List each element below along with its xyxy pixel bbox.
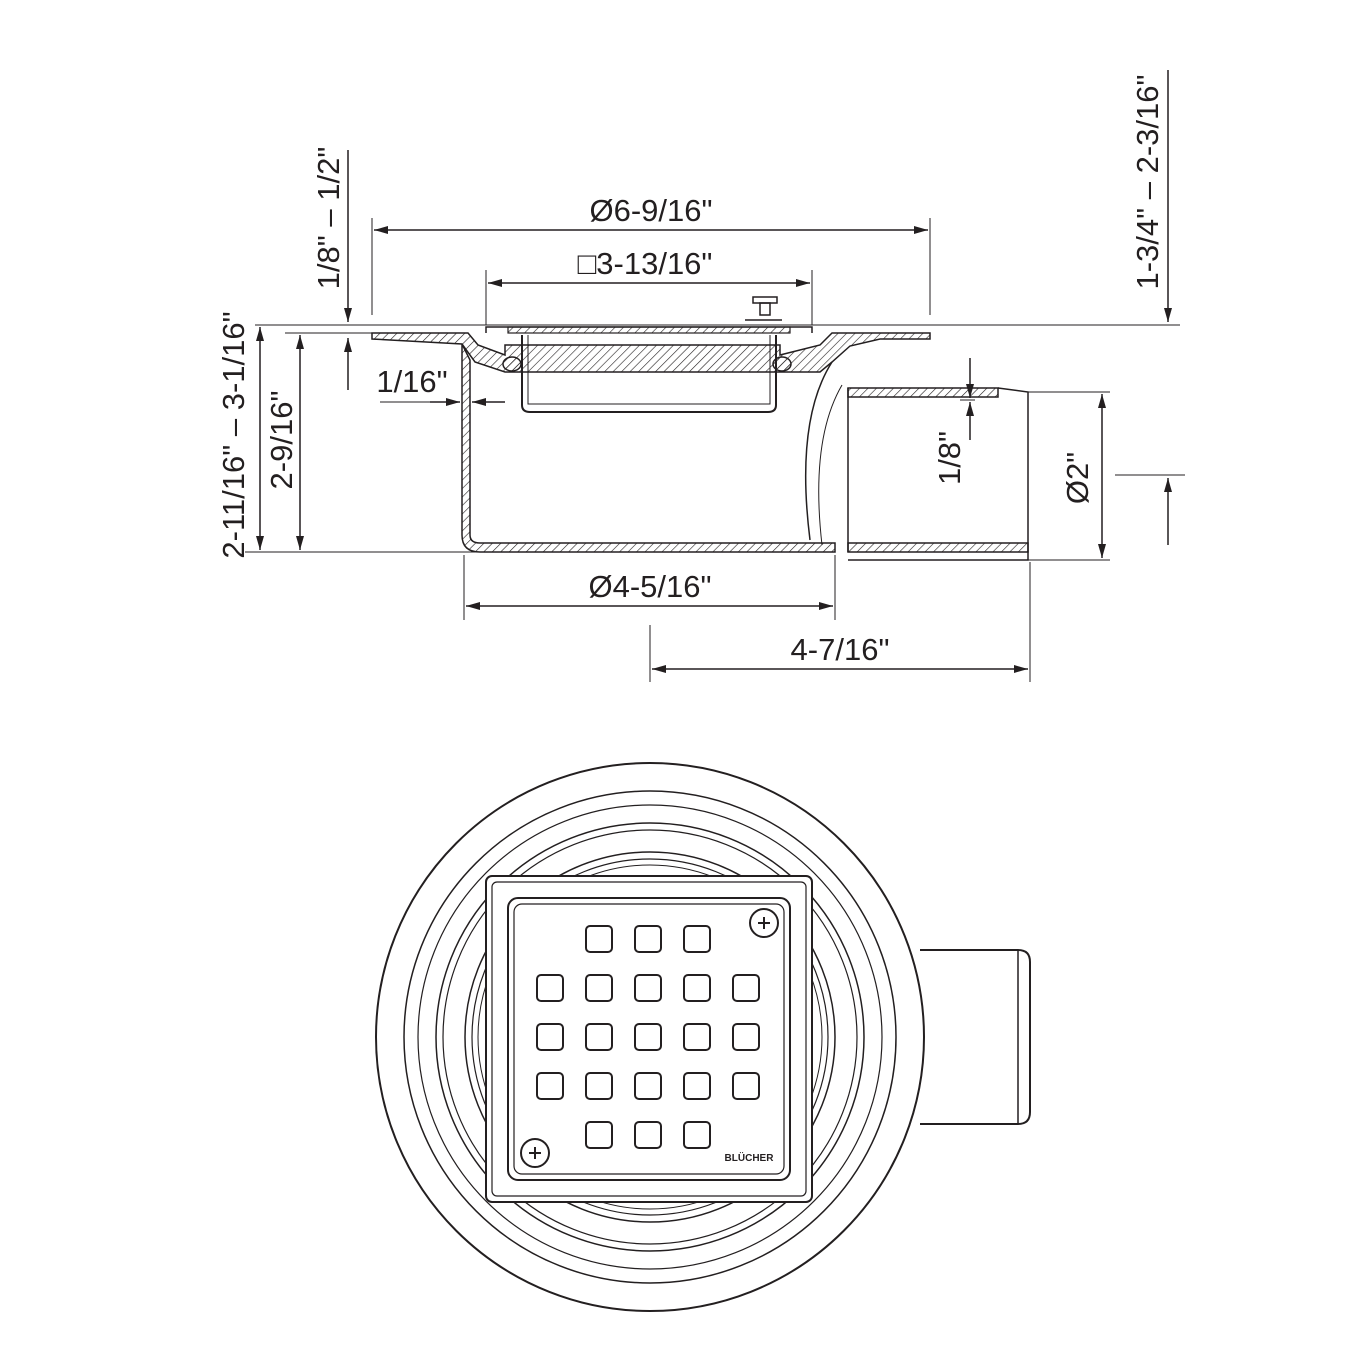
dim-outlet-fall: 1/8" <box>932 431 967 485</box>
grate-hole <box>585 925 613 953</box>
screw-icon <box>745 296 782 321</box>
dim-flange-diameter: Ø6-9/16" <box>589 193 712 228</box>
dim-total-height: 2-11/16" – 3-1/16" <box>216 311 251 558</box>
seal-right <box>772 356 792 372</box>
grate-hole <box>536 1072 564 1100</box>
grate-hole <box>585 1072 613 1100</box>
dim-outlet-height: 1-3/4" – 2-3/16" <box>1130 74 1165 289</box>
grate-hole <box>634 974 662 1002</box>
dim-body-height: 2-9/16" <box>264 391 299 490</box>
grate-hole <box>585 1023 613 1051</box>
top-view: BLÜCHER <box>375 762 1031 1312</box>
dim-wall-thickness: 1/16" <box>376 364 447 399</box>
grate-hole <box>634 925 662 953</box>
grate-hole <box>585 1121 613 1149</box>
grate-hole <box>536 1023 564 1051</box>
grate-hole <box>585 974 613 1002</box>
grate-section <box>507 326 791 334</box>
screw-icon <box>749 908 779 938</box>
screw-icon <box>520 1138 550 1168</box>
grate-hole <box>683 925 711 953</box>
grate-hole <box>683 1023 711 1051</box>
seal-left <box>502 356 522 372</box>
grate-hole <box>634 1023 662 1051</box>
flange <box>371 332 931 373</box>
grate-hole <box>732 1023 760 1051</box>
dim-outlet-diameter: Ø2" <box>1060 452 1095 504</box>
brand-logo: BLÜCHER <box>725 1151 775 1164</box>
grate-hole <box>683 974 711 1002</box>
grate-hole <box>536 974 564 1002</box>
dim-body-diameter: Ø4-5/16" <box>588 569 711 604</box>
drain-body <box>461 343 836 553</box>
side-section-view: Ø6-9/16" □3-13/16" Ø4-5/16" 4-7/16" Ø2" … <box>216 70 1185 682</box>
dim-grate-square: □3-13/16" <box>578 246 713 281</box>
grate-holes <box>536 925 760 1149</box>
grate-hole <box>732 1072 760 1100</box>
grate-plate <box>507 897 791 1181</box>
grate-hole <box>634 1121 662 1149</box>
dim-outlet-length: 4-7/16" <box>791 632 890 667</box>
grate-hole <box>683 1121 711 1149</box>
grate-hole <box>732 974 760 1002</box>
grate-hole <box>634 1072 662 1100</box>
dim-grate-adjust: 1/8" – 1/2" <box>311 147 346 290</box>
grate-hole <box>683 1072 711 1100</box>
